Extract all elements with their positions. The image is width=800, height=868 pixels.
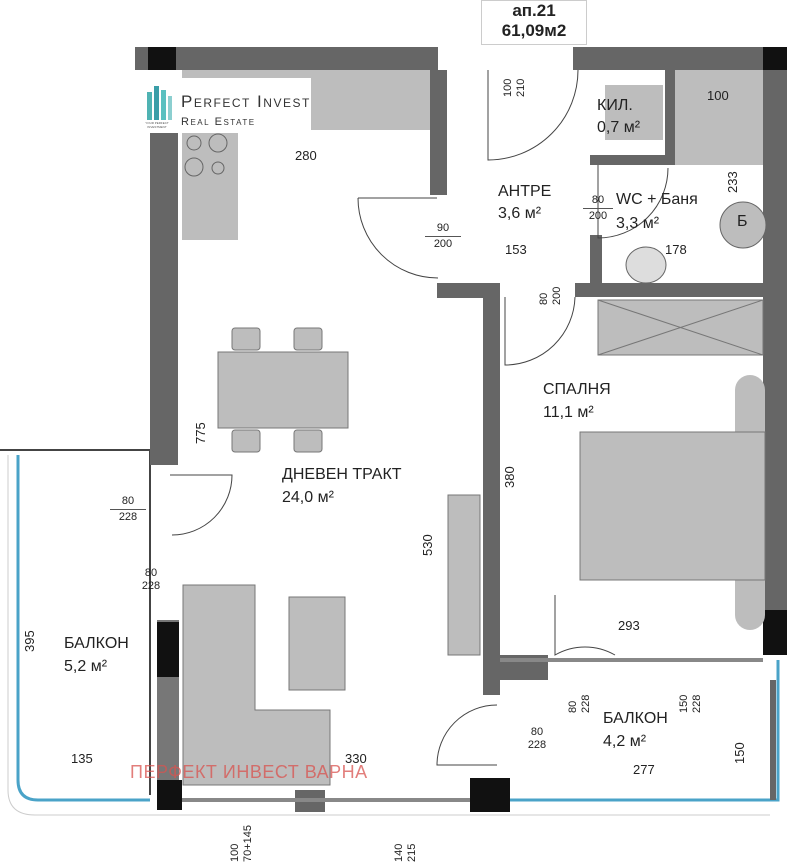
watermark: ПЕРФЕКТ ИНВЕСТ ВАРНА	[130, 762, 368, 782]
balcony-outline	[7, 455, 770, 816]
boiler	[719, 201, 767, 249]
wall-top-right	[573, 47, 787, 70]
dim-kil-width: 100	[707, 88, 729, 103]
balcony-door-swing	[436, 704, 498, 766]
storage-shelf	[605, 85, 663, 140]
room-kil-area: 0,7 м²	[597, 119, 641, 136]
living-balcony-door-swing	[170, 474, 233, 536]
wall-wc-bottom	[575, 283, 765, 297]
room-balcony-right-name: БАЛКОН	[603, 710, 668, 727]
apartment-title-box: ап.21 61,09м2	[481, 0, 587, 45]
column	[148, 47, 176, 70]
column	[470, 778, 510, 812]
logo: Perfect Invest Real Estate YOUR PERFECT …	[135, 78, 311, 133]
room-bedroom-name: СПАЛНЯ	[543, 381, 611, 398]
column	[763, 47, 787, 70]
room-kil-name: КИЛ.	[597, 97, 633, 114]
wall-bedroom	[483, 283, 500, 695]
balcony-left-edge	[16, 455, 150, 802]
room-bedroom-area: 11,1 м²	[543, 404, 594, 421]
dim-bedroom-height: 380	[502, 466, 517, 488]
dim-living-depth: 530	[420, 534, 435, 556]
boiler-label: Б	[737, 213, 748, 230]
logo-tagline: YOUR PERFECT INVESTMENT	[145, 121, 169, 129]
wall-left	[150, 130, 178, 465]
dim-kitchen-width: 280	[295, 148, 317, 163]
toilet	[625, 246, 667, 284]
room-antre-name: АНТРЕ	[498, 183, 552, 200]
sofa	[182, 584, 331, 786]
dim-bedroom-width: 293	[618, 618, 640, 633]
room-balcony-left-area: 5,2 м²	[64, 658, 108, 675]
room-living-name: ДНЕВЕН ТРАКТ	[282, 466, 402, 483]
rug	[288, 596, 346, 691]
room-balcony-right-area: 4,2 м²	[603, 733, 647, 750]
wall-kil-bottom	[590, 155, 675, 165]
dim-balcony-left-width: 135	[71, 751, 93, 766]
wall-top-left	[135, 47, 438, 70]
dim-living-height: 775	[193, 422, 208, 444]
logo-subtitle: Real Estate	[181, 116, 256, 128]
column	[763, 610, 787, 655]
shower	[675, 70, 763, 165]
logo-brand: Perfect Invest	[181, 92, 311, 111]
dim-living-width: 330	[345, 751, 367, 766]
wall-kitchen	[430, 70, 447, 195]
wall-right	[763, 70, 787, 610]
room-wc-area: 3,3 м²	[616, 215, 660, 232]
balcony-right-rail	[770, 680, 776, 800]
dim-balcony-right-width: 277	[633, 762, 655, 777]
room-living-area: 24,0 м²	[282, 489, 334, 506]
dim-wc-width: 178	[665, 242, 687, 257]
tv-unit	[447, 494, 481, 656]
dining-table	[217, 351, 349, 429]
wall-wc	[590, 235, 602, 295]
building-logo-icon	[147, 86, 172, 120]
kitchen-door-swing	[357, 197, 439, 279]
room-wc-name: WC + Баня	[616, 191, 698, 208]
apartment-total-area: 61,09м2	[501, 21, 567, 40]
bed	[579, 431, 766, 581]
room-antre-area: 3,6 м²	[498, 205, 542, 222]
dim-balcony-left-height: 395	[22, 630, 37, 652]
wc-door-swing	[597, 165, 669, 239]
dim-wc-height: 233	[725, 171, 740, 193]
room-balcony-left-name: БАЛКОН	[64, 635, 129, 652]
column	[157, 622, 179, 677]
entrance-door-swing	[487, 69, 579, 161]
dim-antre-width: 153	[505, 242, 527, 257]
kitchen-counter-side	[182, 130, 238, 240]
dim-balcony-right-height: 150	[732, 742, 747, 764]
wall-kil	[665, 70, 675, 165]
bedroom-door-swing	[504, 296, 576, 366]
balcony-right-edge	[505, 660, 780, 802]
apartment-number: ап.21	[512, 1, 556, 20]
column	[157, 780, 182, 810]
bedroom-balcony-door-swing	[554, 595, 616, 656]
